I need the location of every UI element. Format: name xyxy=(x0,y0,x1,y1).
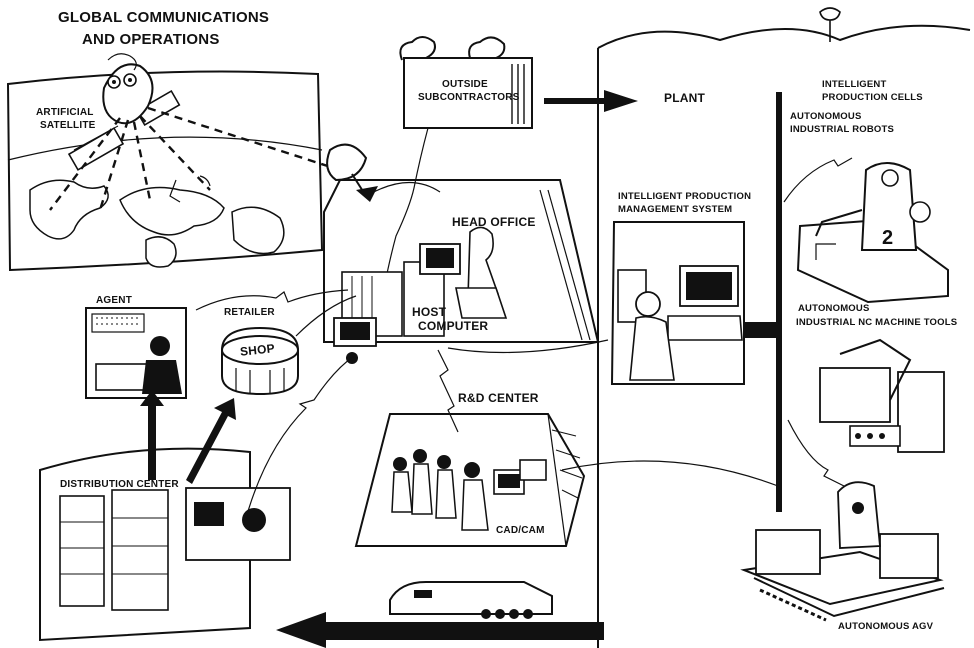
rd-center-label: R&D CENTER xyxy=(458,392,539,405)
autonomous-agv xyxy=(744,482,944,620)
data-link xyxy=(438,350,458,432)
cadcam-label: CAD/CAM xyxy=(496,526,545,537)
retailer-label: RETAILER xyxy=(224,308,275,319)
title-global-line2: AND OPERATIONS xyxy=(82,32,220,48)
ipms-label-line1: INTELLIGENT PRODUCTION xyxy=(618,192,751,202)
subcontractors-label-line1: OUTSIDE xyxy=(442,80,488,91)
ipms-room xyxy=(612,222,744,384)
agent-office xyxy=(86,308,186,398)
data-link xyxy=(784,158,852,202)
robots-label-line2: INDUSTRIAL ROBOTS xyxy=(790,125,894,135)
distribution-center-label: DISTRIBUTION CENTER xyxy=(60,480,179,491)
data-link xyxy=(562,461,778,486)
arrow-to-agent xyxy=(140,390,164,480)
subcontractors-label-line2: SUBCONTRACTORS xyxy=(418,93,520,104)
title-global-line1: GLOBAL COMMUNICATIONS xyxy=(58,10,269,26)
plant-network-bus xyxy=(776,92,782,512)
delivery-truck xyxy=(390,582,552,619)
nc-tools-label-line2: INDUSTRIAL NC MACHINE TOOLS xyxy=(796,318,957,328)
bus-connector xyxy=(744,322,780,338)
head-office-label: HEAD OFFICE xyxy=(452,216,536,229)
robots-label-line1: AUTONOMOUS xyxy=(790,112,862,122)
plant-label: PLANT xyxy=(664,92,705,105)
ipms-label-line2: MANAGEMENT SYSTEM xyxy=(618,205,732,215)
host-computer-label-line2: COMPUTER xyxy=(418,320,488,333)
arrow-to-retailer xyxy=(186,398,236,484)
satellite-link xyxy=(140,116,210,190)
retailer-shop xyxy=(222,328,298,394)
host-computer-label-line1: HOST xyxy=(412,306,446,319)
head-office-building xyxy=(324,180,598,364)
rd-center-building xyxy=(356,414,584,546)
agv-label: AUTONOMOUS AGV xyxy=(838,622,933,632)
robot-number: 2 xyxy=(882,228,893,249)
nc-machine-tools xyxy=(820,340,944,452)
ipc-label-line1: INTELLIGENT xyxy=(822,80,886,90)
distribution-center xyxy=(40,449,290,640)
agent-label: AGENT xyxy=(96,296,132,307)
satellite-label-line1: ARTIFICIAL xyxy=(36,108,94,119)
arrow-to-distribution xyxy=(276,612,604,648)
data-link xyxy=(788,420,844,486)
arrow-to-plant xyxy=(544,90,638,112)
satellite-label-line2: SATELLITE xyxy=(40,121,96,132)
ipc-label-line2: PRODUCTION CELLS xyxy=(822,93,923,103)
robot-cell xyxy=(798,163,948,302)
satellite-link xyxy=(148,108,340,170)
nc-tools-label-line1: AUTONOMOUS xyxy=(798,304,870,314)
